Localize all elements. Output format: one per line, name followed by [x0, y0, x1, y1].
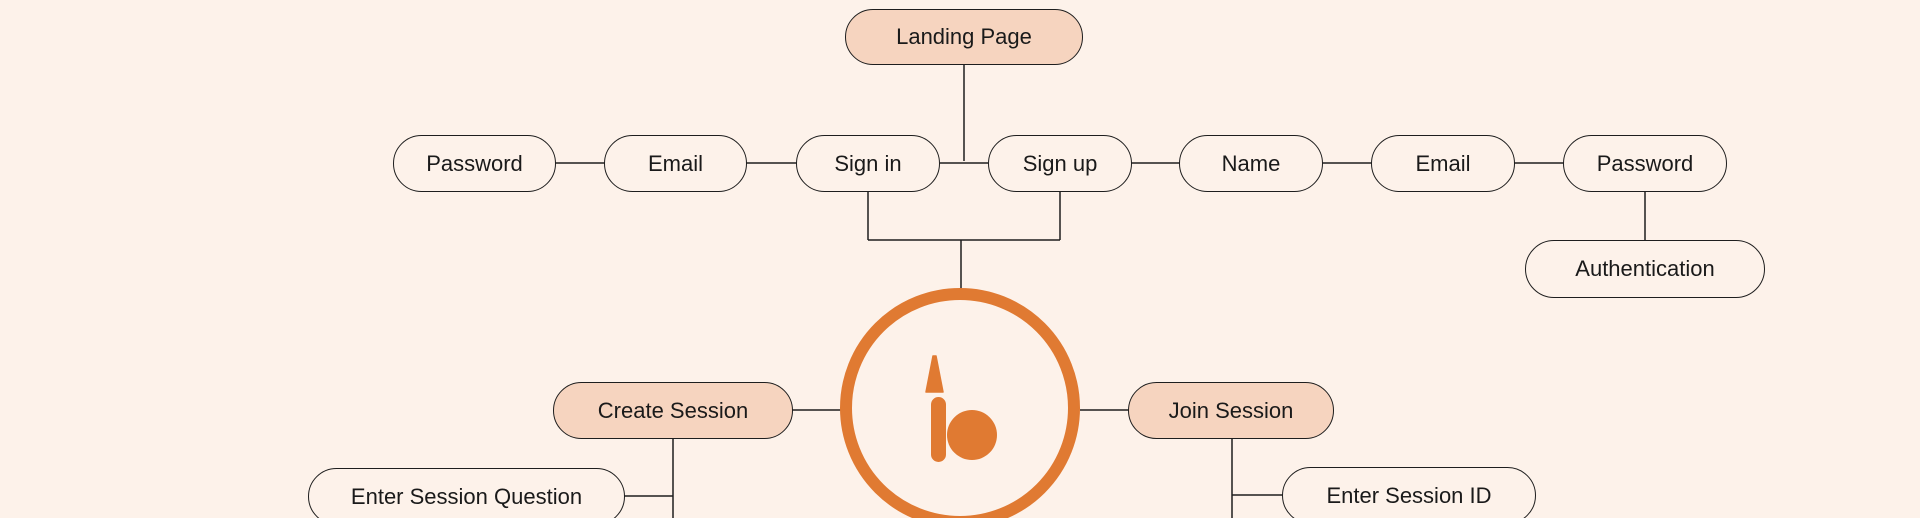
enter-session-id-node[interactable]: Enter Session ID [1282, 467, 1536, 518]
sign-up-password-node[interactable]: Password [1563, 135, 1727, 192]
enter-session-question-node[interactable]: Enter Session Question [308, 468, 625, 518]
app-logo-icon [925, 355, 997, 462]
create-session-node[interactable]: Create Session [553, 382, 793, 439]
sign-in-password-node[interactable]: Password [393, 135, 556, 192]
sign-up-email-node[interactable]: Email [1371, 135, 1515, 192]
landing-page-node[interactable]: Landing Page [845, 9, 1083, 65]
sign-in-node[interactable]: Sign in [796, 135, 940, 192]
sign-up-node[interactable]: Sign up [988, 135, 1132, 192]
join-session-node[interactable]: Join Session [1128, 382, 1334, 439]
authentication-node[interactable]: Authentication [1525, 240, 1765, 298]
sign-in-email-node[interactable]: Email [604, 135, 747, 192]
sign-up-name-node[interactable]: Name [1179, 135, 1323, 192]
